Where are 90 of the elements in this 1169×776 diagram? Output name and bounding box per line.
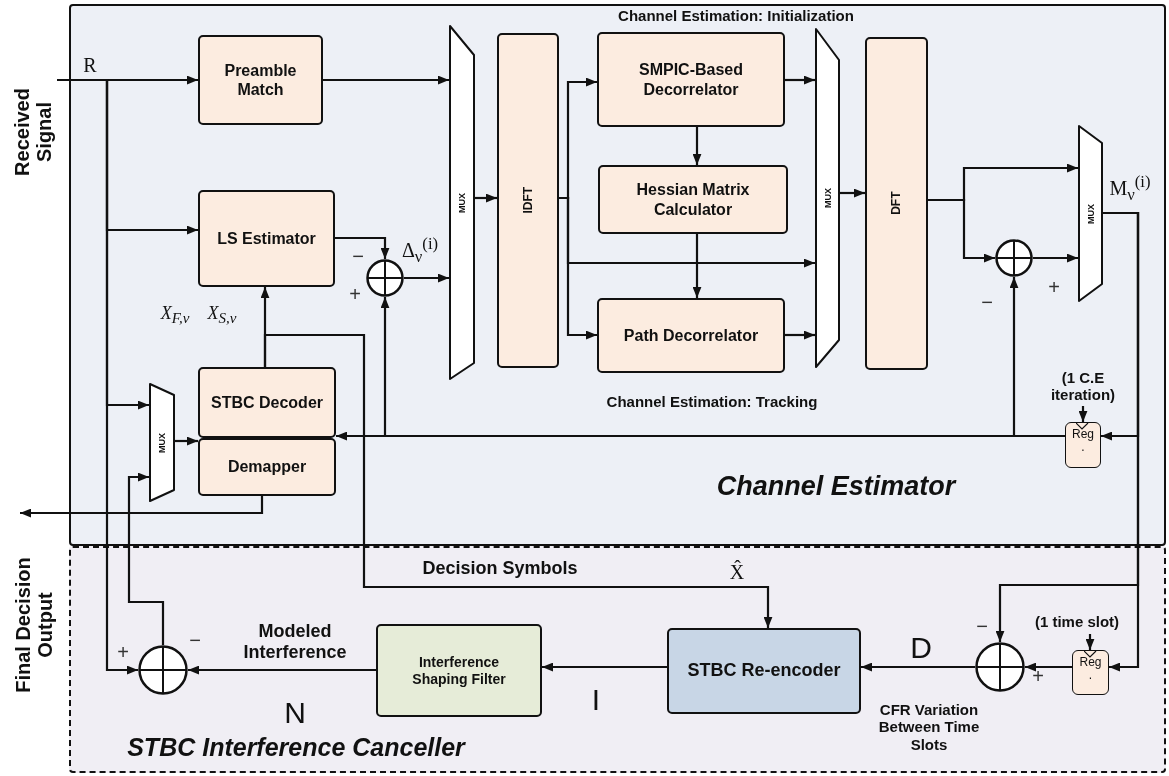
- summing-junction: [975, 642, 1025, 692]
- block-label: STBC Decoder: [210, 392, 324, 413]
- panel-title: Channel Estimator: [716, 470, 956, 502]
- process-box: [865, 37, 928, 370]
- block-label: Hessian Matrix Calculator: [635, 180, 751, 219]
- signal-label: CFR Variation Between Time Slots: [877, 701, 981, 753]
- block-label: Interference Shaping Filter: [411, 653, 507, 688]
- arrow: [1078, 406, 1088, 422]
- arrow: [785, 330, 815, 340]
- arrow: [542, 662, 667, 672]
- multiplexer: [449, 25, 475, 380]
- math-symbol: X̂: [729, 560, 745, 584]
- block-label: LS Estimator: [216, 228, 317, 249]
- arrow: [840, 188, 865, 198]
- process-box: [497, 33, 559, 368]
- plus-sign: +: [1032, 664, 1044, 688]
- process-box: [198, 190, 335, 287]
- process-box: [667, 628, 861, 714]
- block-label: SMPIC-Based Decorrelator: [638, 60, 744, 99]
- arrow: [995, 211, 1140, 642]
- block-label: Demapper: [226, 457, 308, 477]
- mux-label: MUX: [157, 432, 167, 453]
- block-label: IDFT: [520, 186, 536, 216]
- arrow: [263, 333, 773, 628]
- stage-label: Channel Estimation: Tracking: [606, 393, 818, 411]
- multiplexer: [815, 28, 840, 368]
- mux-label: MUX: [822, 188, 833, 208]
- signal-symbol: N: [284, 695, 306, 731]
- arrow: [559, 196, 597, 340]
- process-box: [198, 35, 323, 125]
- arrow: [928, 198, 995, 263]
- arrow: [1033, 253, 1078, 263]
- block-label: DFT: [889, 190, 904, 218]
- arrow: [692, 234, 702, 298]
- multiplexer: [1078, 125, 1103, 302]
- interference-canceller-panel: [69, 546, 1166, 773]
- plus-sign: +: [1048, 275, 1060, 299]
- arrow: [1085, 634, 1095, 650]
- block-label: Preamble Match: [223, 60, 298, 100]
- minus-sign: −: [981, 290, 993, 314]
- arrow: [785, 75, 815, 85]
- arrow: [692, 127, 702, 165]
- summing-junction: [995, 239, 1033, 277]
- note-label: (1 time slot): [1033, 613, 1121, 631]
- math-symbol: X$_{F,ν}$: [160, 302, 190, 328]
- process-box: [597, 32, 785, 127]
- arrow: [475, 193, 497, 203]
- signal-label: Received Signal: [11, 77, 57, 187]
- register-label: .: [1081, 441, 1085, 455]
- block-label: STBC Re-encoder: [686, 660, 842, 682]
- arrow: [323, 75, 449, 85]
- register-label: Reg: [1078, 656, 1103, 670]
- arrow: [127, 472, 165, 645]
- panel-title: STBC Interference Canceller: [127, 732, 465, 762]
- arrow: [335, 236, 390, 259]
- signal-symbol: R: [83, 53, 97, 77]
- plus-sign: +: [349, 282, 361, 306]
- process-box: [198, 438, 336, 496]
- minus-sign: −: [352, 244, 364, 268]
- process-box: [598, 165, 788, 234]
- arrow: [175, 436, 198, 446]
- process-box: [597, 298, 785, 373]
- summing-junction: [366, 259, 404, 297]
- register-box: [1072, 650, 1109, 695]
- block-label: Path Decorrelator: [622, 325, 760, 346]
- summing-junction: [138, 645, 188, 695]
- process-box: [376, 624, 542, 717]
- minus-sign: −: [976, 614, 988, 638]
- stage-label: Channel Estimation: Initialization: [618, 7, 854, 25]
- minus-sign: −: [189, 628, 201, 652]
- arrow: [861, 662, 975, 672]
- register-label: .: [1088, 669, 1093, 683]
- arrow: [1025, 662, 1072, 672]
- plus-sign: +: [117, 640, 129, 664]
- arrow: [404, 273, 449, 283]
- math-symbol: X$_{S,ν}$: [207, 302, 237, 328]
- signal-label: Modeled Interference: [242, 621, 348, 663]
- channel-estimator-panel: [69, 4, 1166, 546]
- process-box: [198, 367, 336, 438]
- mux-label: MUX: [1085, 203, 1096, 224]
- arrow: [188, 665, 376, 675]
- output-label: Final Decision Output: [12, 556, 56, 695]
- signal-symbol: I: [591, 682, 601, 718]
- mux-label: MUX: [457, 192, 467, 213]
- note-label: (1 C.E iteration): [1049, 368, 1117, 404]
- multiplexer: [149, 383, 175, 502]
- signal-symbol: D: [910, 630, 932, 666]
- register-box: [1065, 422, 1101, 468]
- register-label: Reg: [1071, 428, 1095, 442]
- arrow: [20, 496, 264, 518]
